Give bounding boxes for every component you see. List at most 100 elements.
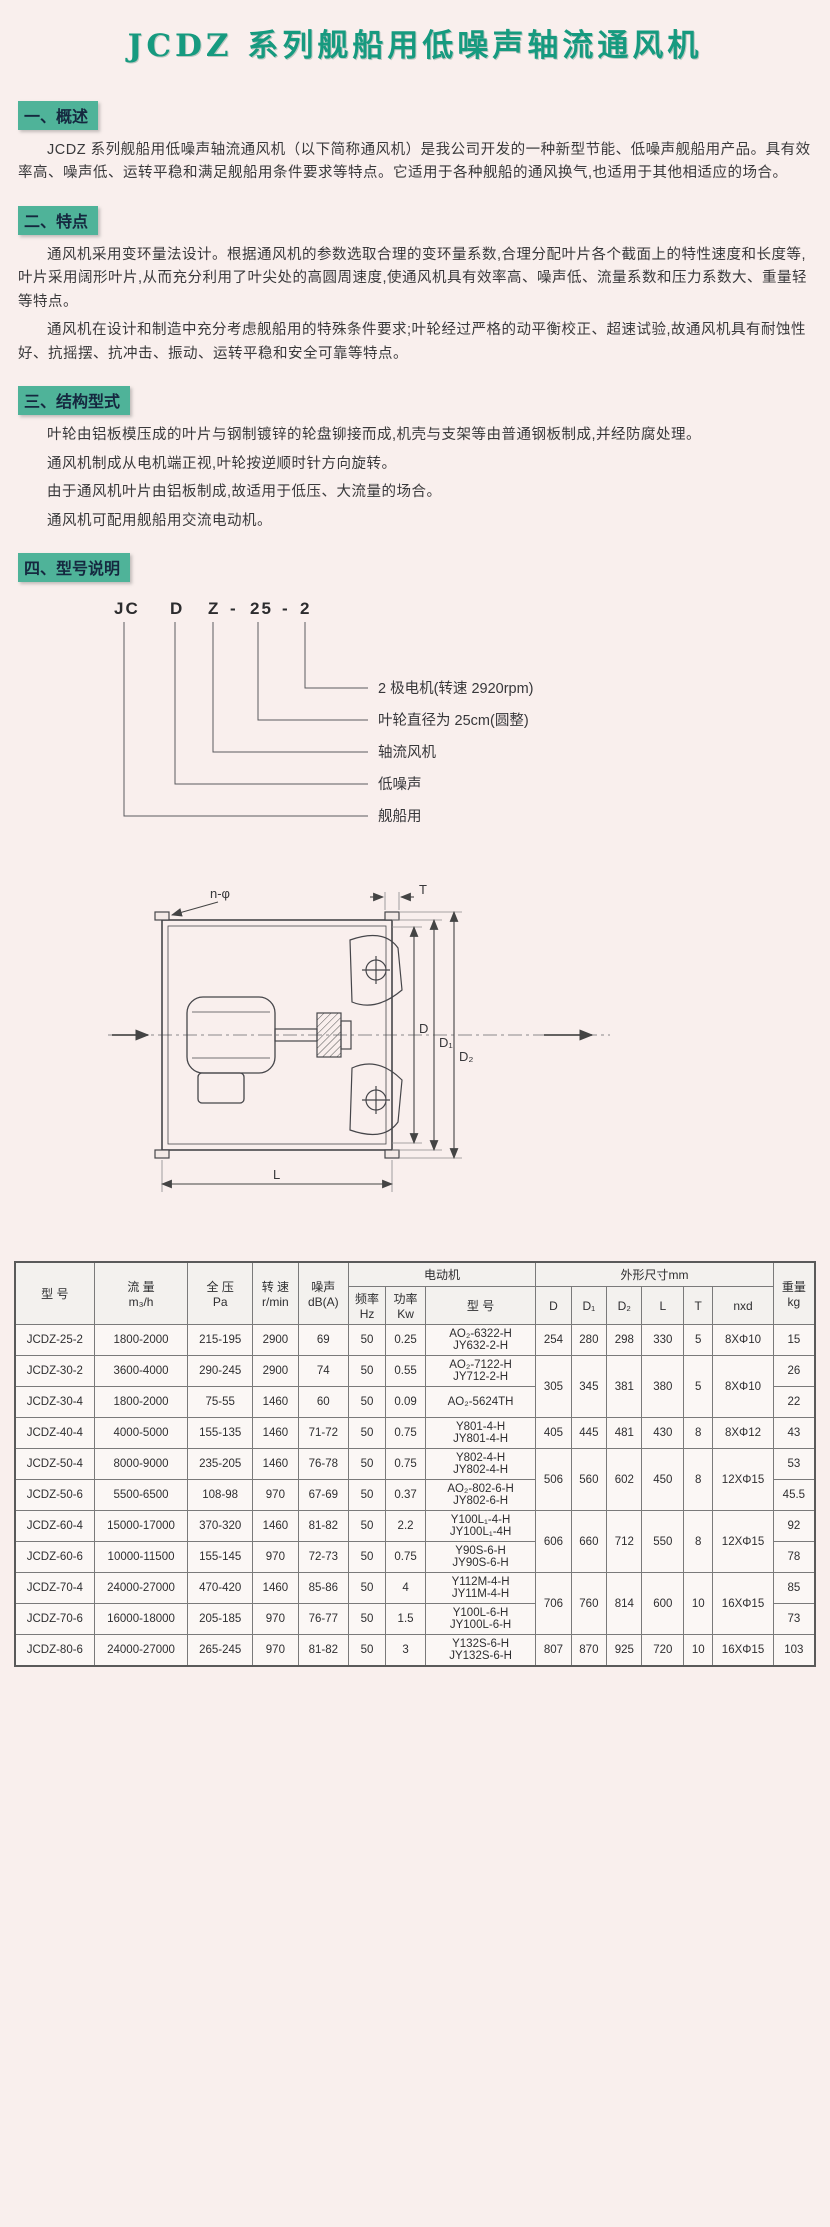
section-heading-overview: 一、概述 bbox=[18, 101, 99, 130]
overview-paragraph: JCDZ 系列舰船用低噪声轴流通风机（以下简称通风机）是我公司开发的一种新型节能… bbox=[18, 142, 811, 182]
power-cell: 0.09 bbox=[385, 1386, 426, 1419]
noise-cell: 76-78 bbox=[297, 1448, 349, 1481]
motor-model-cell: AO₂-6322-H JY632-2-H bbox=[424, 1324, 537, 1357]
speed-cell: 2900 bbox=[251, 1324, 299, 1357]
weight-cell: 22 bbox=[772, 1386, 816, 1419]
frequency-cell: 50 bbox=[347, 1448, 387, 1481]
frequency-cell: 50 bbox=[347, 1479, 387, 1512]
speed-cell: 1460 bbox=[251, 1510, 299, 1543]
speed-cell: 970 bbox=[251, 1541, 299, 1574]
dim-label-d1: D₁ bbox=[439, 1035, 453, 1050]
dim-d-cell: 706 bbox=[535, 1572, 572, 1636]
frequency-cell: 50 bbox=[347, 1355, 387, 1388]
section-features: 二、特点 通风机采用变环量法设计。根据通风机的参数选取合理的变环量系数,合理分配… bbox=[18, 196, 812, 366]
motor-body bbox=[186, 996, 276, 1104]
frequency-cell: 50 bbox=[347, 1417, 387, 1450]
weight-cell: 73 bbox=[772, 1603, 816, 1636]
speed-cell: 1460 bbox=[251, 1572, 299, 1605]
model-label-axial: 轴流风机 bbox=[378, 744, 436, 761]
pressure-cell: 215-195 bbox=[187, 1324, 253, 1357]
model-cell: JCDZ-70-6 bbox=[14, 1603, 95, 1636]
dim-d2-cell: 602 bbox=[606, 1448, 643, 1512]
pressure-cell: 470-420 bbox=[187, 1572, 253, 1605]
impeller-blades bbox=[349, 935, 403, 1136]
structure-paragraph: 叶轮由铝板模压成的叶片与钢制镀锌的轮盘铆接而成,机壳与支架等由普通钢板制成,并经… bbox=[47, 427, 702, 444]
frequency-cell: 50 bbox=[347, 1541, 387, 1574]
noise-cell: 85-86 bbox=[297, 1572, 349, 1605]
motor-model-cell: Y112M-4-H JY11M-4-H bbox=[424, 1572, 537, 1605]
model-token-dash1: - bbox=[230, 599, 238, 618]
features-paragraph: 通风机在设计和制造中充分考虑舰船用的特殊条件要求;叶轮经过严格的动平衡校正、超速… bbox=[18, 322, 807, 362]
model-token-axial: Z bbox=[208, 599, 220, 618]
dim-d1-cell: 345 bbox=[570, 1355, 608, 1419]
dim-d2-cell: 925 bbox=[606, 1634, 643, 1667]
weight-cell: 92 bbox=[772, 1510, 816, 1543]
blade-bottom bbox=[349, 1063, 403, 1136]
dim-d2-cell: 481 bbox=[606, 1417, 643, 1450]
speed-cell: 1460 bbox=[251, 1417, 299, 1450]
dim-l-cell: 550 bbox=[641, 1510, 685, 1574]
speed-cell: 970 bbox=[251, 1603, 299, 1636]
model-label-diameter: 叶轮直径为 25cm(圆整) bbox=[378, 712, 529, 729]
dimension-lines bbox=[160, 892, 459, 1189]
motor-model-cell: Y801-4-H JY801-4-H bbox=[424, 1417, 537, 1450]
col-header: 流 量 m₃/h bbox=[93, 1261, 189, 1326]
model-token-diameter: 25 bbox=[250, 599, 273, 618]
weight-cell: 45.5 bbox=[772, 1479, 816, 1512]
dim-nxd-cell: 16XΦ15 bbox=[712, 1634, 774, 1667]
weight-cell: 15 bbox=[772, 1324, 816, 1357]
model-token-series: JC bbox=[114, 599, 140, 618]
hub-cap bbox=[340, 1020, 352, 1050]
weight-cell: 78 bbox=[772, 1541, 816, 1574]
col-header: nxd bbox=[712, 1286, 774, 1326]
flow-cell: 10000-11500 bbox=[93, 1541, 189, 1574]
frequency-cell: 50 bbox=[347, 1386, 387, 1419]
holes-leader bbox=[170, 901, 219, 917]
flow-cell: 24000-27000 bbox=[93, 1572, 189, 1605]
model-label-marine: 舰船用 bbox=[378, 808, 422, 825]
col-header: 功率 Kw bbox=[385, 1286, 426, 1326]
col-header: 转 速 r/min bbox=[251, 1261, 299, 1326]
motor-model-cell: Y802-4-H JY802-4-H bbox=[424, 1448, 537, 1481]
dim-d2-cell: 814 bbox=[606, 1572, 643, 1636]
flow-cell: 3600-4000 bbox=[93, 1355, 189, 1388]
noise-cell: 69 bbox=[297, 1324, 349, 1357]
dim-d1-cell: 760 bbox=[570, 1572, 608, 1636]
frequency-cell: 50 bbox=[347, 1324, 387, 1357]
hub bbox=[316, 1012, 342, 1058]
noise-cell: 74 bbox=[297, 1355, 349, 1388]
blade-top-mark bbox=[362, 956, 390, 985]
motor-model-cell: AO₂-802-6-H JY802-6-H bbox=[424, 1479, 537, 1512]
dim-d-cell: 606 bbox=[535, 1510, 572, 1574]
dim-l-cell: 330 bbox=[641, 1324, 685, 1357]
noise-cell: 81-82 bbox=[297, 1634, 349, 1667]
noise-cell: 76-77 bbox=[297, 1603, 349, 1636]
model-code-diagram: JC D Z - 25 - 2 2 极电机(转速 2920rpm) 叶轮直径为 … bbox=[58, 594, 812, 844]
section-heading-structure: 三、结构型式 bbox=[18, 386, 131, 416]
col-header: T bbox=[683, 1286, 714, 1326]
section-overview: 一、概述 JCDZ 系列舰船用低噪声轴流通风机（以下简称通风机）是我公司开发的一… bbox=[18, 91, 812, 186]
page-bottom-margin bbox=[14, 1667, 816, 2187]
col-header: 外形尺寸mm bbox=[535, 1261, 774, 1288]
structure-paragraph: 由于通风机叶片由铝板制成,故适用于低压、大流量的场合。 bbox=[47, 484, 442, 501]
power-cell: 0.55 bbox=[385, 1355, 426, 1388]
model-cell: JCDZ-50-6 bbox=[14, 1479, 95, 1512]
holes-label: n-φ bbox=[210, 886, 230, 901]
pressure-cell: 290-245 bbox=[187, 1355, 253, 1388]
motor-model-cell: Y100L₁-4-H JY100L₁-4H bbox=[424, 1510, 537, 1543]
page-title: JCDZ 系列舰船用低噪声轴流通风机 bbox=[127, 28, 703, 64]
dim-t-cell: 10 bbox=[683, 1634, 714, 1667]
structure-paragraph: 通风机制成从电机端正视,叶轮按逆顺时针方向旋转。 bbox=[47, 455, 397, 472]
terminal-box bbox=[197, 1072, 245, 1104]
col-header: D bbox=[535, 1286, 572, 1326]
